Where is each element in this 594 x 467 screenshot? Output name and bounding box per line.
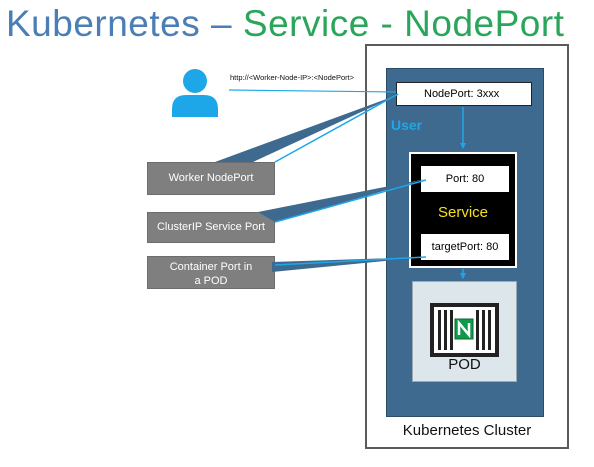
wedge-container-port bbox=[272, 257, 425, 272]
callout-worker-nodeport-text: Worker NodePort bbox=[168, 172, 254, 184]
callout-container-port-text: Container Port in a POD bbox=[169, 261, 253, 287]
wedge-worker-nodeport bbox=[215, 94, 400, 162]
title-part-service: Service - NodePort bbox=[242, 3, 565, 44]
pod-label: POD bbox=[448, 356, 481, 373]
line-containerport bbox=[274, 256, 427, 266]
callout-worker-nodeport: Worker NodePort bbox=[147, 162, 275, 195]
url-line bbox=[228, 89, 397, 93]
page-title: Kubernetes – Service - NodePort bbox=[6, 2, 564, 46]
service-port-box: Port: 80 bbox=[421, 166, 509, 192]
title-part-kubernetes: Kubernetes – bbox=[6, 3, 243, 44]
nodeport-box: NodePort: 3xxx bbox=[396, 82, 532, 106]
callout-clusterip-port-text: ClusterIP Service Port bbox=[156, 221, 265, 233]
user-label: User bbox=[391, 117, 423, 133]
wedge-clusterip-port bbox=[258, 179, 425, 222]
line-clusterip bbox=[274, 179, 427, 223]
cluster-label: Kubernetes Cluster bbox=[402, 422, 532, 439]
service-label: Service bbox=[437, 204, 489, 221]
callout-container-port: Container Port in a POD bbox=[147, 256, 275, 289]
user-icon bbox=[172, 69, 218, 117]
line-nodeport bbox=[274, 93, 399, 163]
callout-clusterip-port: ClusterIP Service Port bbox=[147, 212, 275, 243]
url-text: http://<Worker-Node-IP>:<NodePort> bbox=[230, 73, 355, 82]
nginx-container-icon bbox=[430, 303, 499, 357]
target-port-box: targetPort: 80 bbox=[421, 234, 509, 260]
